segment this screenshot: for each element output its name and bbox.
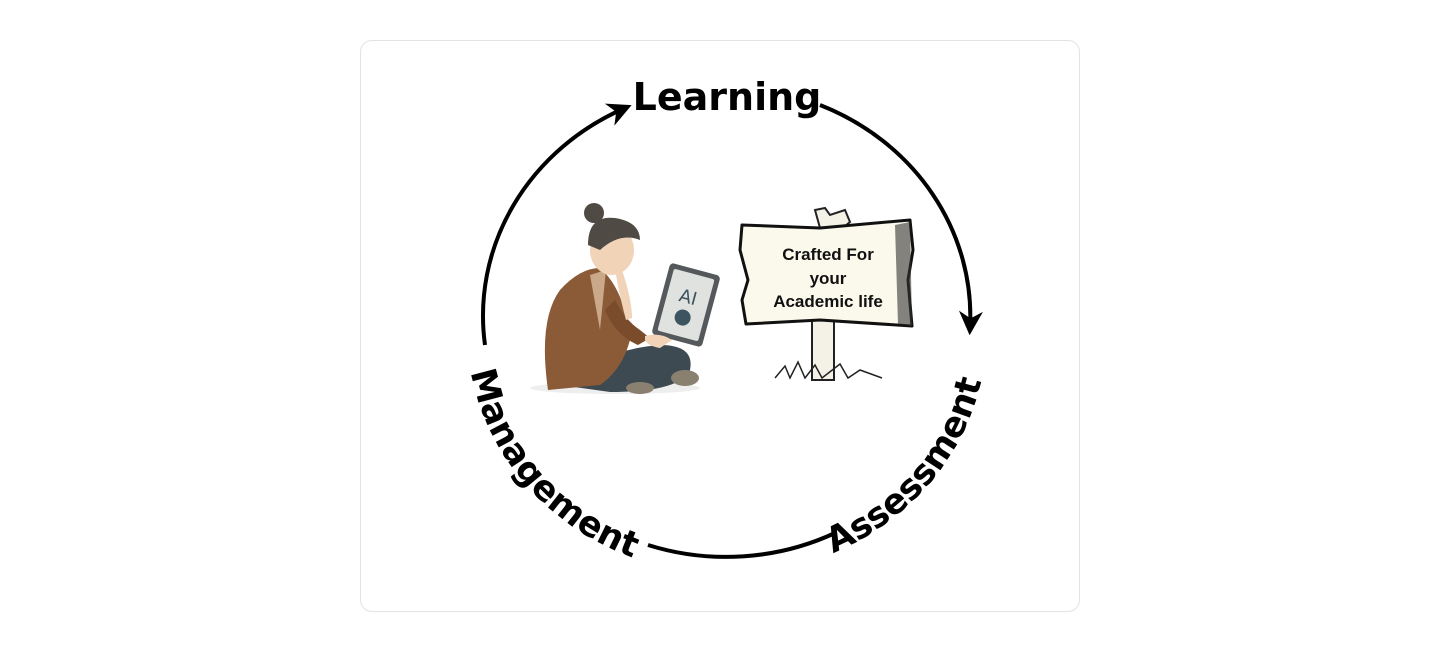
sign-line-1: Crafted For bbox=[782, 245, 874, 264]
woman-reading-tablet-illustration: AI bbox=[530, 203, 720, 394]
tablet-ai-text: AI bbox=[677, 285, 699, 310]
arrow-learning-to-assessment bbox=[819, 103, 983, 336]
arc-assessment-to-management bbox=[647, 531, 836, 559]
sign-line-2: your bbox=[810, 269, 847, 288]
arrow-management-to-learning bbox=[481, 103, 632, 346]
wooden-sign-illustration: Crafted For your Academic life bbox=[738, 206, 915, 381]
stage-learning: Learning bbox=[633, 75, 822, 119]
stage-assessment: Assessment bbox=[820, 373, 990, 562]
sign-line-3: Academic life bbox=[773, 292, 883, 311]
stage-management: Management bbox=[462, 364, 645, 566]
